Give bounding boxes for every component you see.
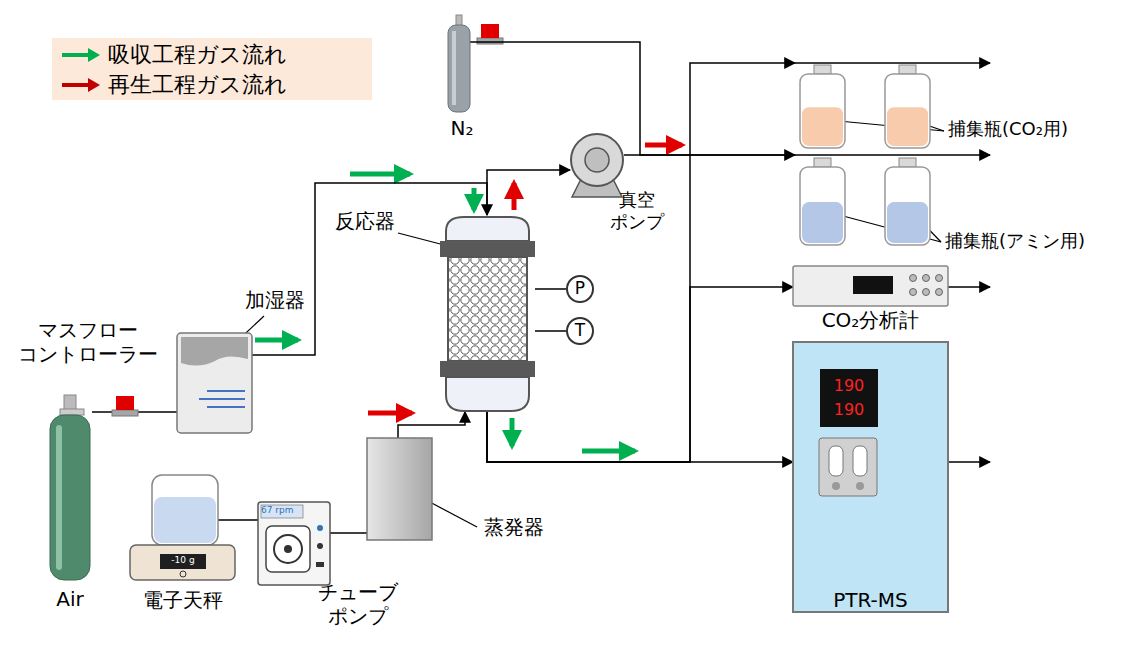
display-value: 67 rpm xyxy=(261,505,303,516)
electronic-balance: -10 g電子天秤 xyxy=(130,475,235,580)
evaporator: 蒸発器 xyxy=(367,438,432,540)
co2-analyzer: CO₂分析計 xyxy=(793,266,948,306)
part-label: 蒸発器 xyxy=(478,515,550,539)
mass-flow-controller: マスフロー コントローラー xyxy=(112,400,138,416)
n2-mass-flow-controller xyxy=(477,24,503,44)
pipe-connector xyxy=(487,170,570,215)
display-value: -10 g xyxy=(160,555,206,566)
part-label: 電子天秤 xyxy=(130,588,235,612)
co2-analyzer-shape xyxy=(793,266,948,306)
legend-row: 再生工程ガス流れ xyxy=(52,70,372,100)
legend-row: 吸収工程ガス流れ xyxy=(52,40,372,70)
legend-text: 吸収工程ガス流れ xyxy=(108,42,287,68)
part-label: チューブ ポンプ xyxy=(308,580,408,628)
vacuum-pump: 真空 ポンプ xyxy=(570,133,624,187)
gauge-letter: P xyxy=(566,278,594,298)
pipe-connector xyxy=(487,412,793,462)
pipe-connector xyxy=(138,411,177,413)
part-label: 反応器 xyxy=(330,209,400,233)
pipe-connector xyxy=(92,411,112,413)
display-value: 190 xyxy=(820,376,878,395)
ptr-ms-instrument: 190 190PTR-MS xyxy=(793,342,948,612)
ptr-ms-instrument-shape xyxy=(793,342,948,612)
vacuum-pump-shape xyxy=(570,133,624,187)
pipe-connector xyxy=(487,63,795,462)
pipe-connector xyxy=(470,42,795,155)
instrument-label: PTR-MS xyxy=(793,588,948,612)
air-cylinder-shape xyxy=(48,395,92,580)
humidifier: 加湿器 xyxy=(177,333,252,433)
legend-text: 再生工程ガス流れ xyxy=(108,72,287,98)
part-label: CO₂分析計 xyxy=(793,308,948,332)
n2-cylinder: N₂ xyxy=(448,15,470,112)
n2-cylinder-shape xyxy=(448,15,470,112)
legend-box: 吸収工程ガス流れ再生工程ガス流れ xyxy=(52,38,372,100)
reactor-vessel: 反応器 xyxy=(440,215,535,412)
humidifier-shape xyxy=(177,333,252,433)
pipe-connector xyxy=(535,330,566,332)
part-label: 真空 ポンプ xyxy=(608,189,666,232)
mass-flow-controller-shape xyxy=(112,400,138,416)
part-label: 加湿器 xyxy=(240,288,310,312)
gas-label: Air xyxy=(44,587,96,611)
tube-pump: 67 rpmチューブ ポンプ xyxy=(258,502,330,585)
display-value: 190 xyxy=(820,400,878,419)
legend-swatch xyxy=(60,75,102,95)
flow-arrows xyxy=(255,145,682,451)
pipe-connector xyxy=(398,412,465,438)
connectors xyxy=(92,42,795,533)
co2-trap-bottles: 捕集瓶(CO₂用) xyxy=(795,55,1125,150)
air-cylinder: Air xyxy=(48,395,92,580)
temperature-gauge: T xyxy=(566,317,594,345)
pressure-gauge: P xyxy=(566,275,594,303)
gas-label: N₂ xyxy=(442,116,482,140)
legend-swatch xyxy=(60,45,102,65)
part-label: 捕集瓶(アミン用) xyxy=(945,230,1125,252)
part-label: マスフロー コントローラー xyxy=(9,318,167,366)
pipe-connector xyxy=(535,288,566,290)
part-label: 捕集瓶(CO₂用) xyxy=(948,118,1124,140)
pipe-connector xyxy=(330,532,367,534)
evaporator-shape xyxy=(367,438,432,540)
pipe-connector xyxy=(235,519,258,521)
pipe-connector xyxy=(624,154,795,156)
reactor-vessel-shape xyxy=(440,215,535,412)
amine-trap-bottles: 捕集瓶(アミン用) xyxy=(795,150,1125,250)
outlet-lines xyxy=(218,63,990,520)
gauge-letter: T xyxy=(566,320,594,340)
